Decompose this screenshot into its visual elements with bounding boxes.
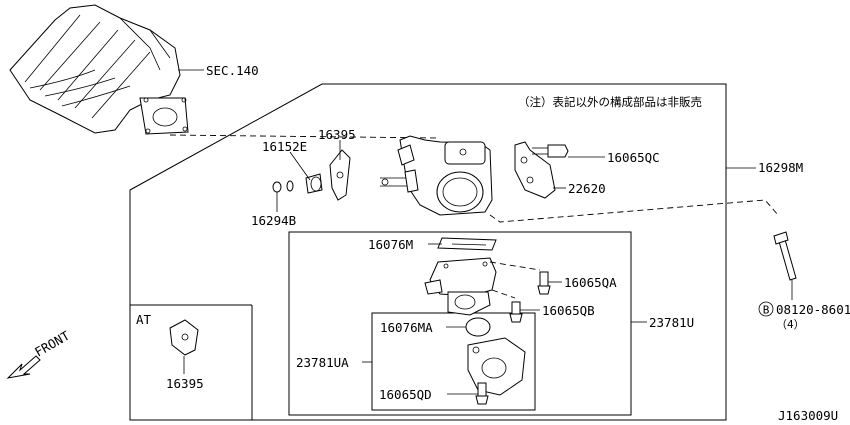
bolt-circle-icon bbox=[758, 301, 774, 317]
part-16065qc-screw bbox=[532, 144, 569, 158]
part-16395-at-bracket bbox=[169, 319, 199, 356]
label-16294b: 16294B bbox=[251, 213, 296, 228]
part-23781ua-chamber bbox=[467, 337, 526, 396]
throttle-body bbox=[380, 135, 493, 216]
part-16065qb-screw bbox=[509, 301, 523, 323]
label-bolt-part: 08120-8601E bbox=[776, 302, 850, 317]
part-bolt-08120-8601e bbox=[773, 231, 797, 281]
label-16076ma: 16076MA bbox=[380, 320, 433, 335]
diagram-code: J163009U bbox=[778, 408, 838, 423]
front-arrow-icon bbox=[6, 355, 41, 379]
label-sec140: SEC.140 bbox=[206, 63, 259, 78]
part-16076m-gasket bbox=[437, 237, 497, 251]
label-16076m: 16076M bbox=[368, 237, 413, 252]
part-16065qd-screw bbox=[475, 382, 489, 405]
label-23781u: 23781U bbox=[649, 315, 694, 330]
label-16395-at: 16395 bbox=[166, 376, 204, 391]
note-text: （注）表記以外の構成部品は非販売 bbox=[518, 95, 702, 109]
part-16076ma-gasket bbox=[465, 317, 491, 337]
label-16298m: 16298M bbox=[758, 160, 803, 175]
throttle-body-box bbox=[288, 231, 632, 416]
part-16152e-washer bbox=[305, 173, 323, 194]
label-bolt-qty: （4） bbox=[776, 318, 805, 331]
part-16065qa-screw bbox=[537, 271, 551, 295]
label-16065qb: 16065QB bbox=[542, 303, 595, 318]
label-bolt-circle: B bbox=[763, 304, 770, 317]
intake-manifold bbox=[9, 4, 189, 135]
label-16152e: 16152E bbox=[262, 139, 307, 154]
mount-line-manifold bbox=[169, 134, 441, 139]
label-front: FRONT bbox=[32, 328, 72, 360]
mount-line-chamber-a bbox=[489, 261, 541, 271]
part-22620-sensor bbox=[514, 141, 556, 199]
mount-line-chamber-b bbox=[491, 289, 516, 299]
mount-line-bolt bbox=[489, 199, 779, 223]
label-at: AT bbox=[136, 312, 152, 327]
label-22620: 22620 bbox=[568, 181, 606, 196]
label-16395-top: 16395 bbox=[318, 127, 356, 142]
main-assembly-frame bbox=[129, 83, 727, 421]
part-16395-bracket bbox=[329, 149, 351, 201]
label-16065qa: 16065QA bbox=[564, 275, 617, 290]
label-23781ua: 23781UA bbox=[296, 355, 349, 370]
label-16065qc: 16065QC bbox=[607, 150, 660, 165]
leader-16152e bbox=[289, 151, 311, 181]
label-16065qd: 16065QD bbox=[379, 387, 432, 402]
part-16294b-nut bbox=[272, 180, 294, 193]
part-throttle-chamber-upper bbox=[424, 257, 497, 316]
